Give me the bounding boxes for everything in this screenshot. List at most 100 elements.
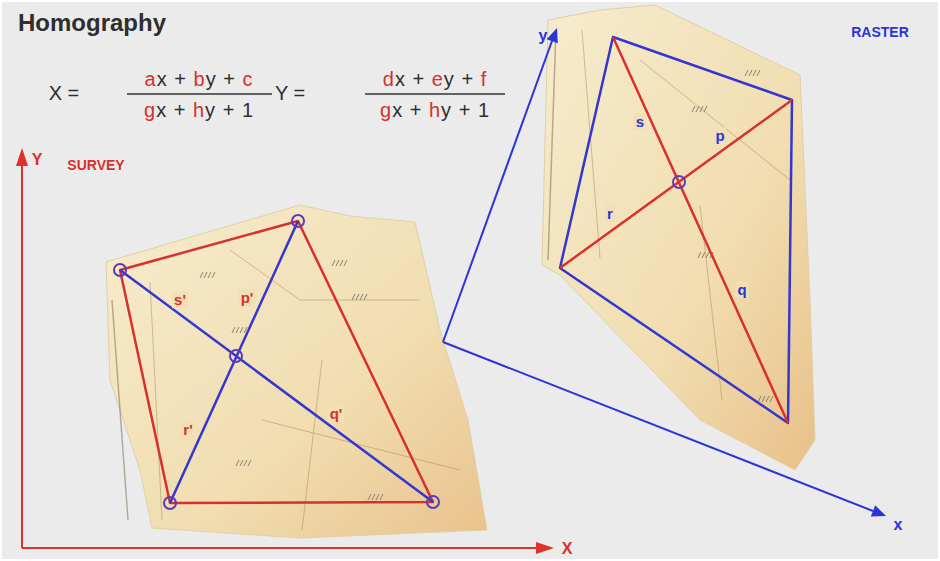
label-holder: Y [32, 151, 43, 169]
hatch-mark [236, 460, 251, 466]
control-points [114, 215, 439, 509]
label-holder: s [634, 113, 646, 131]
raster-x-axis [443, 342, 873, 511]
formula-symbol: h [429, 99, 441, 121]
hatch-mark [232, 327, 247, 333]
segment-label: s [634, 113, 646, 130]
formula-symbol: + [459, 99, 472, 121]
segment-label: q' [328, 405, 345, 422]
formula-symbol: h [193, 99, 205, 121]
formula-symbol: b [194, 68, 206, 90]
formula-symbol [474, 68, 481, 90]
formula-lhs: Y = [275, 82, 305, 104]
formula-symbol: y [206, 68, 217, 90]
label-holder: ax + by + c [145, 68, 254, 90]
control-point [164, 497, 176, 509]
axis-label: X [562, 540, 573, 557]
formula-symbol [216, 99, 223, 121]
formula-symbol [452, 99, 459, 121]
hatch-mark [368, 494, 383, 500]
segment-label: p [713, 127, 726, 144]
label-holder: x [894, 516, 903, 534]
formula-symbol: + [461, 68, 474, 90]
label-holder: s' [172, 291, 188, 309]
hatch-mark [332, 260, 347, 266]
formula-symbol [168, 68, 175, 90]
control-point [114, 264, 126, 276]
formula-symbol [425, 68, 432, 90]
formula-symbol [235, 99, 242, 121]
segment-label: q [735, 281, 748, 298]
formula-symbol: g [144, 99, 156, 121]
formula-lhs: X = [49, 82, 80, 104]
survey-diagonal [170, 221, 298, 503]
survey-x-axis [22, 547, 540, 549]
control-point [292, 215, 304, 227]
hatch-mark [758, 396, 773, 402]
axis-label: y [539, 27, 548, 44]
title-box: Homography [18, 10, 166, 36]
fraction-bar [365, 93, 505, 95]
formula-symbol: + [223, 99, 236, 121]
formula-symbol: e [432, 68, 444, 90]
formula-symbol: d [383, 68, 395, 90]
formula-symbol: y [205, 99, 216, 121]
label-holder: p' [239, 289, 256, 307]
label-holder: Y = [275, 82, 305, 104]
map-line [582, 30, 600, 258]
frame-label: RASTER [851, 24, 909, 40]
formula-symbol: g [380, 99, 392, 121]
formula-symbol [186, 99, 193, 121]
map-road [548, 30, 556, 260]
survey-diagonal [120, 270, 433, 502]
formula-symbol: + [412, 68, 425, 90]
control-point [427, 496, 439, 508]
formula-symbol [236, 68, 243, 90]
formula-symbol [471, 99, 478, 121]
formula-numerator: dx + ey + f [383, 68, 487, 90]
formula-symbol: x [395, 68, 406, 90]
hatch-mark [200, 272, 215, 278]
axis-label: Y [32, 151, 43, 168]
formula-symbol [217, 68, 224, 90]
raster-diagonal [560, 100, 792, 268]
formula-denominator: gx + hy + 1 [380, 99, 490, 121]
control-point [230, 350, 242, 362]
formula-symbol: + [410, 99, 423, 121]
survey-quadrilateral [120, 221, 433, 503]
label-holder: RASTER [851, 23, 909, 41]
formula-symbol: f [481, 68, 488, 90]
label-holder: r' [181, 421, 194, 439]
survey-map [106, 205, 487, 538]
map-line [302, 360, 322, 530]
formula-symbol: x [157, 68, 168, 90]
frame-label: SURVEY [67, 157, 124, 173]
map-details [112, 30, 790, 530]
axis-arrowhead [871, 505, 886, 516]
formula-symbol: + [174, 99, 187, 121]
formula-denominator: gx + hy + 1 [144, 99, 254, 121]
formula-symbol: c [242, 68, 253, 90]
map-line [150, 282, 162, 520]
label-holder: p [713, 127, 726, 145]
formula-symbol: + [174, 68, 187, 90]
fraction-bar [127, 93, 272, 95]
hatch-mark [745, 70, 760, 76]
axis-arrowhead [536, 542, 554, 554]
axis-arrowhead [547, 28, 558, 43]
formula-symbol [167, 99, 174, 121]
formula-symbol: + [223, 68, 236, 90]
map-road [112, 300, 128, 520]
segment-label: r [605, 205, 615, 222]
label-holder: q' [328, 405, 345, 423]
control-point [673, 176, 685, 188]
axis-arrowhead [16, 148, 28, 166]
diagram-title: Homography [18, 9, 166, 36]
label-holder: r [605, 205, 615, 223]
formula-symbol: 1 [242, 99, 254, 121]
formula-symbol [403, 99, 410, 121]
axis-label: x [894, 516, 903, 533]
segment-label: p' [239, 289, 256, 306]
formula-symbol: 1 [478, 99, 490, 121]
